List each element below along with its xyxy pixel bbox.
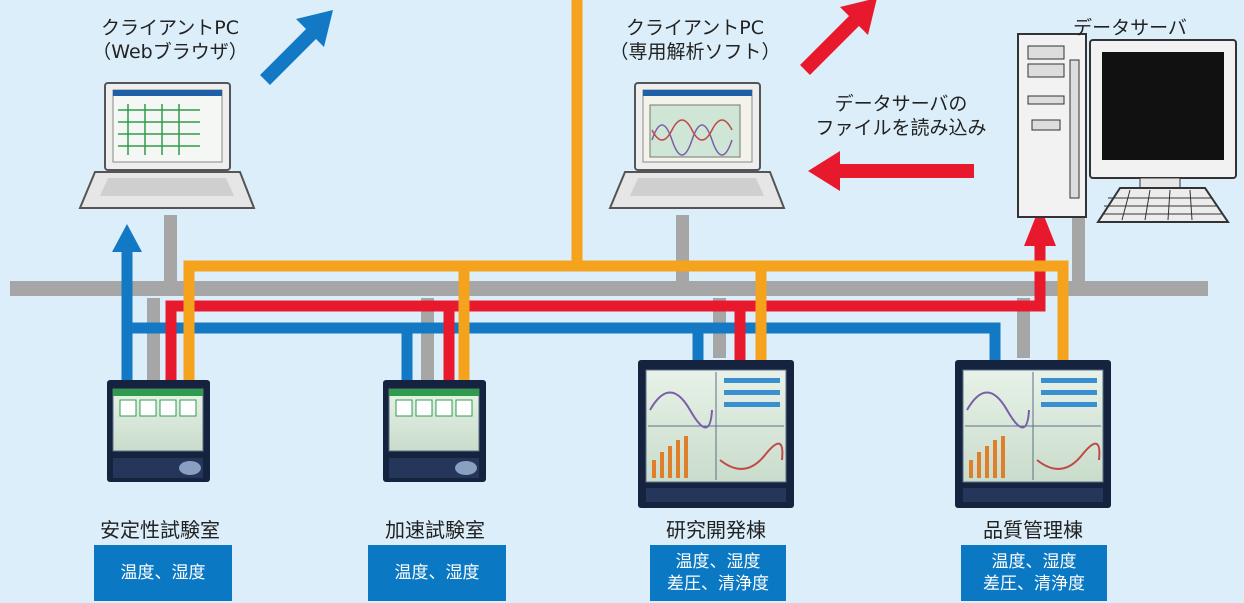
badge-stability: 温度、湿度 [94,545,232,601]
badge-qc: 温度、湿度 差圧、清浄度 [961,545,1107,601]
red-data-path [165,245,1046,380]
backbone-drops [147,215,1085,380]
blue-up-arrow [112,224,142,252]
laptop-web-client [78,82,256,209]
red-left-arrow [808,151,974,191]
network-backbone [10,281,1208,296]
room-name-accelerated: 加速試験室 [385,518,485,542]
recorder-qc-building [955,360,1111,508]
badge-line: 温度、湿度 [675,552,761,572]
orange-data-path [183,0,1069,383]
badge-line: 差圧、清浄度 [667,574,769,594]
badge-line: 差圧、清浄度 [983,574,1085,594]
file-read-label: データサーバの ファイルを読み込み [796,92,1006,140]
file-read-label-line2: ファイルを読み込み [815,117,987,139]
room-name-stability: 安定性試験室 [100,518,220,542]
laptop-analysis-client [608,82,786,209]
badge-line: 温度、湿度 [991,552,1077,572]
server-tower [1017,33,1087,218]
analysis-client-label-line1: クライアントPC [626,17,764,39]
red-up-arrow [1024,206,1056,246]
room-name-rd: 研究開発棟 [666,518,766,542]
web-client-label-line2: （Webブラウザ） [92,41,248,63]
badge-line: 温度、湿度 [120,563,206,583]
recorder-rd-building [638,360,794,508]
data-server-label: データサーバ [1073,17,1187,39]
web-client-label: クライアントPC （Webブラウザ） [70,16,270,64]
analysis-client-label-line2: （専用解析ソフト） [609,41,781,63]
file-read-label-line1: データサーバの [834,93,968,115]
blue-diagonal-arrow [260,10,333,85]
room-name-qc: 品質管理棟 [983,518,1083,542]
web-client-label-line1: クライアントPC [101,17,239,39]
blue-data-path [121,250,1001,380]
recorder-accelerated-room [383,380,486,482]
recorder-stability-room [107,380,210,482]
badge-accelerated: 温度、湿度 [368,545,506,601]
server-monitor [1089,39,1237,223]
red-diagonal-arrow [800,0,877,75]
badge-rd: 温度、湿度 差圧、清浄度 [650,545,786,601]
badge-line: 温度、湿度 [394,563,480,583]
analysis-client-label: クライアントPC （専用解析ソフト） [595,16,795,64]
